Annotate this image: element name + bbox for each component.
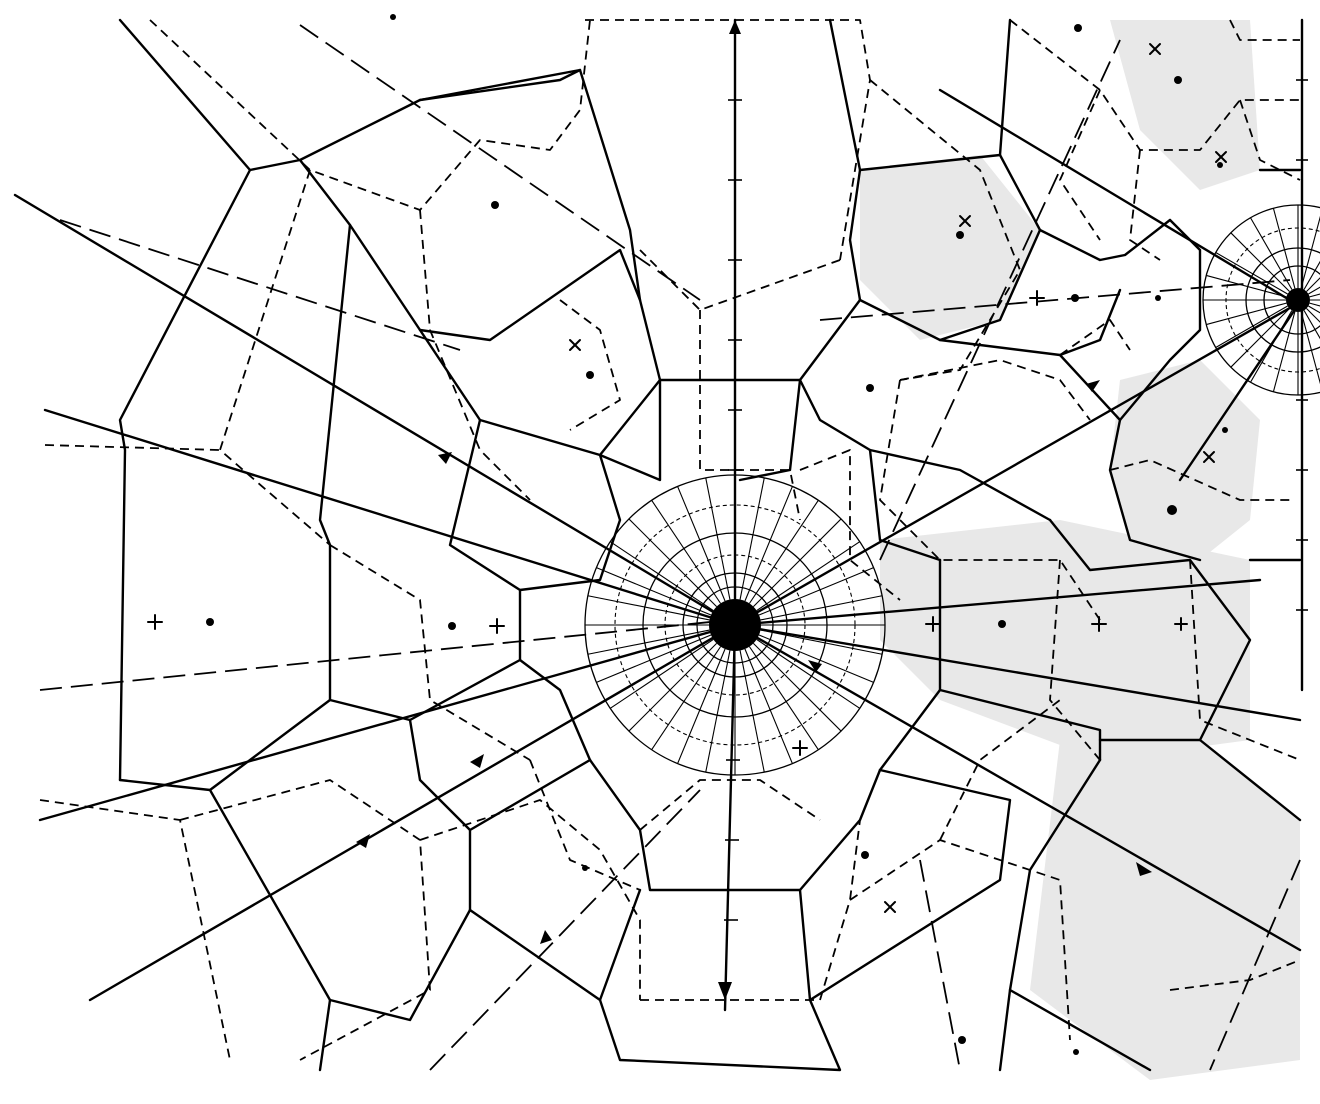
plus-marker: [793, 741, 807, 755]
plus-marker: [490, 619, 504, 633]
solid-edge: [600, 1000, 840, 1070]
site-dot: [861, 851, 869, 859]
dashed-edge: [640, 820, 860, 1000]
solid-edge: [1000, 990, 1010, 1070]
arrowhead: [1086, 380, 1100, 392]
site-dot: [1155, 295, 1161, 301]
central-hub: [585, 475, 885, 775]
solid-edge: [740, 380, 800, 480]
hub-spoke: [745, 486, 792, 601]
hub-spoke: [759, 568, 874, 615]
arrowhead: [718, 982, 732, 1000]
arrowhead: [438, 452, 452, 464]
solid-edge: [800, 380, 940, 560]
arrowhead: [356, 834, 370, 848]
solid-edge: [320, 225, 410, 720]
ray: [90, 625, 735, 1000]
solid-edge: [420, 250, 660, 380]
site-dot: [1217, 162, 1223, 168]
hub-spoke: [678, 486, 725, 601]
dashed-edge: [1060, 320, 1130, 355]
solid-edge: [470, 890, 640, 1000]
solid-edge: [520, 455, 620, 590]
site-dot: [956, 231, 964, 239]
dashed-edge: [560, 300, 620, 430]
dashed-edge: [40, 800, 230, 1060]
dashed-edge: [220, 170, 330, 545]
site-dot: [1073, 1049, 1079, 1055]
site-dot: [1167, 505, 1177, 515]
shaded-cell: [1110, 20, 1260, 190]
solid-edge: [480, 300, 860, 455]
shaded-cells: [860, 20, 1300, 1080]
hub-core: [1286, 288, 1310, 312]
plus-marker: [148, 615, 162, 629]
dashed-edge: [150, 20, 590, 210]
hub-spoke: [678, 649, 725, 764]
long-dashed-line: [920, 860, 960, 1070]
hub-spoke: [740, 478, 764, 600]
arrowhead: [540, 930, 552, 944]
hub-core: [709, 599, 761, 651]
solid-edge: [830, 20, 860, 300]
shaded-cell: [1110, 360, 1260, 560]
dashed-edge: [900, 360, 1090, 420]
long-dashed-line: [300, 25, 700, 300]
ray: [45, 410, 735, 625]
hub-spoke: [759, 635, 874, 682]
solid-edge: [210, 700, 330, 790]
cross-marker: [570, 340, 580, 350]
site-dot: [582, 865, 588, 871]
dashed-edge: [180, 780, 430, 1060]
site-dot: [998, 620, 1006, 628]
long-dashed-line: [60, 220, 460, 350]
site-dot: [1074, 24, 1082, 32]
solid-edge: [410, 720, 470, 830]
site-dot: [491, 201, 499, 209]
hub-spoke: [706, 651, 730, 773]
shaded-cell: [1030, 740, 1300, 1080]
site-dot: [1174, 76, 1182, 84]
site-dot: [958, 1036, 966, 1044]
arrowhead: [470, 754, 484, 768]
dashed-edge: [700, 310, 800, 520]
solid-edge: [860, 20, 1010, 170]
cross-marker: [885, 902, 895, 912]
site-dot: [206, 618, 214, 626]
site-dot: [448, 622, 456, 630]
dashed-edge: [1130, 150, 1160, 260]
hub-spoke: [745, 649, 792, 764]
arrowhead: [729, 20, 741, 34]
site-dot: [1222, 427, 1228, 433]
hub-spoke: [740, 651, 764, 773]
site-dot: [586, 371, 594, 379]
site-dot: [1071, 294, 1079, 302]
solid-edge: [600, 380, 660, 480]
plus-marker: [1030, 291, 1044, 305]
hub-spoke: [596, 568, 711, 615]
hub-spoke: [706, 478, 730, 600]
site-dot: [390, 14, 396, 20]
solid-edge: [120, 20, 640, 300]
site-dot: [866, 384, 874, 392]
solid-edge: [320, 1000, 330, 1070]
solid-edge: [880, 690, 940, 770]
ray: [725, 625, 735, 1010]
solid-edge: [120, 780, 470, 1020]
dashed-edge: [420, 800, 640, 1000]
solid-edge: [470, 760, 590, 910]
dashed-edge: [45, 445, 220, 450]
solid-edge: [800, 770, 1010, 1000]
